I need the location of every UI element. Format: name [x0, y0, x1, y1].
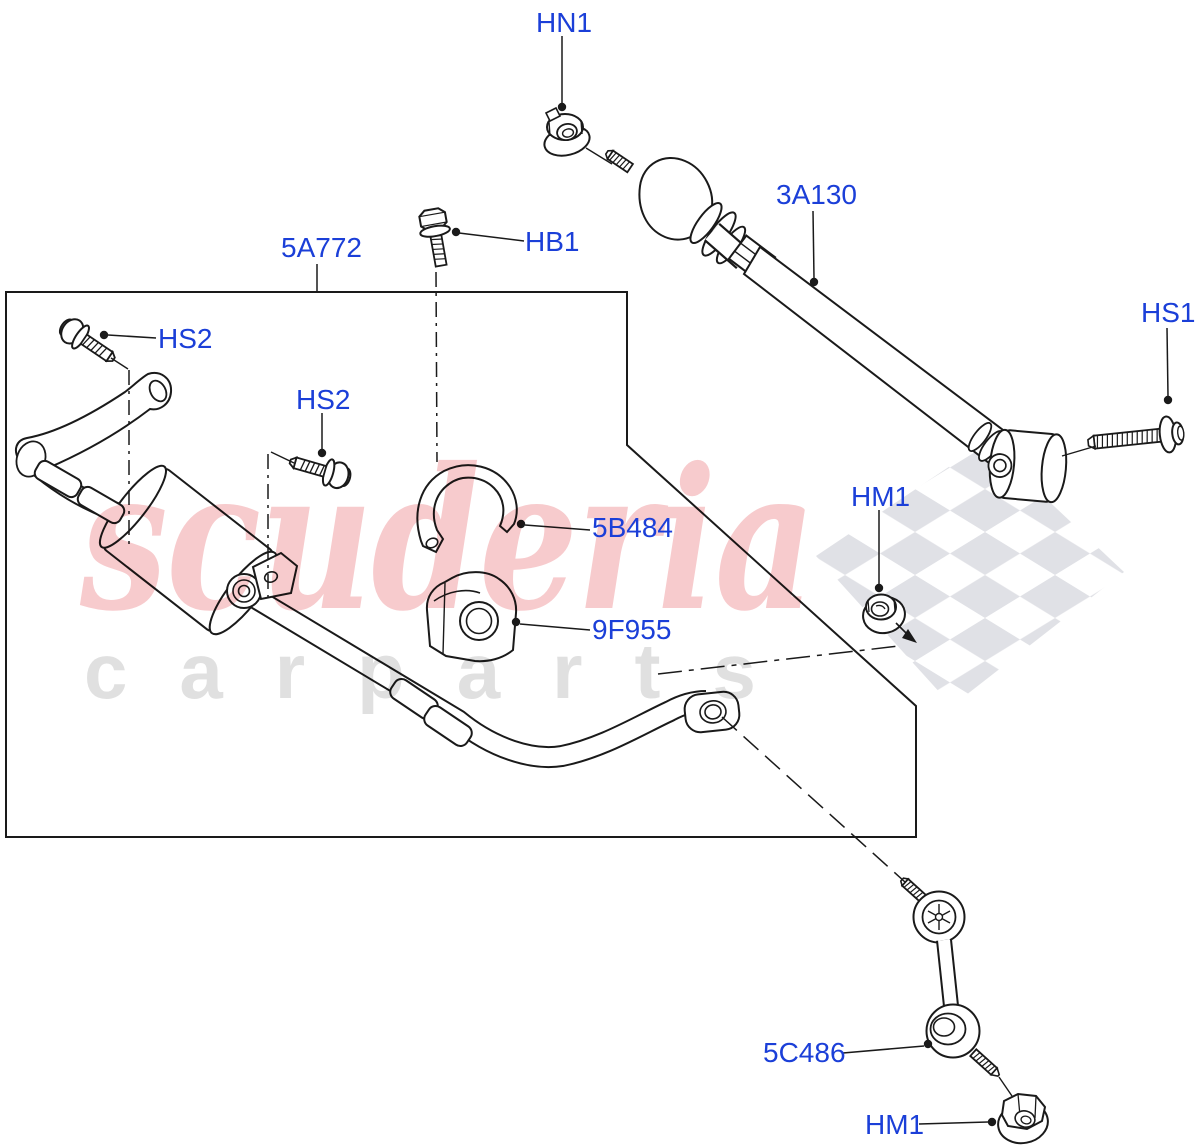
- dot-9f955: [511, 617, 521, 627]
- dash-axis-link: [721, 716, 906, 883]
- leader-hb1: [458, 232, 525, 242]
- part-label-hm1-upper: HM1: [851, 481, 911, 512]
- dot-hm1-lower: [987, 1117, 997, 1127]
- dot-3a130: [809, 277, 819, 287]
- leader-hs2-left: [107, 334, 157, 339]
- part-label-hs1: HS1: [1141, 297, 1196, 328]
- connector-hs2-mid: [270, 451, 295, 464]
- actuator-mount-tab: [251, 551, 299, 601]
- leader-3a130: [812, 210, 815, 279]
- bar-right-eye: [683, 690, 741, 734]
- part-nut-hm1-lower: [997, 1092, 1049, 1145]
- pointer-hs1-axis: [1061, 445, 1097, 457]
- part-label-hn1-top: HN1: [536, 7, 593, 38]
- part-bushing-9f955: [425, 571, 518, 663]
- pointer-hn1-axis: [585, 147, 613, 165]
- part-bolt-hs2-left: [53, 312, 123, 372]
- part-label-hb1: HB1: [525, 226, 580, 257]
- leader-hs1: [1166, 327, 1169, 397]
- arm-eye-hole: [148, 379, 168, 403]
- bar-clamp-collars: [33, 459, 473, 747]
- link-stud-pointer-line: [998, 1076, 1013, 1097]
- part-label-5a772: 5A772: [281, 232, 362, 263]
- connector-hs2-left: [110, 357, 129, 370]
- checkered-flag-watermark: [816, 442, 1124, 706]
- leader-9f955: [519, 623, 591, 631]
- part-label-5c486: 5C486: [763, 1037, 846, 1068]
- part-label-hs2-left: HS2: [158, 323, 213, 354]
- part-label-5b484: 5B484: [592, 512, 673, 543]
- part-stabilizer-bar-5a772: [14, 372, 741, 768]
- dot-5b484: [516, 519, 526, 529]
- watermark-tagline-text: carparts: [84, 627, 808, 715]
- part-nut-hm1-upper: [862, 593, 906, 635]
- leader-5c486: [842, 1045, 925, 1054]
- part-label-9f955: 9F955: [592, 614, 672, 645]
- dot-hs2-left: [99, 330, 109, 340]
- rod-bushing-eye: [987, 428, 1068, 504]
- dot-hb1: [451, 227, 461, 237]
- part-bolt-hb1: [418, 207, 451, 268]
- part-bracket-5b484: [416, 464, 518, 554]
- dot-hs2-mid: [317, 448, 327, 458]
- dash-line-hb1: [435, 271, 438, 463]
- part-label-hm1-lower: HM1: [865, 1109, 925, 1140]
- dot-5c486: [923, 1039, 933, 1049]
- part-group-box-5a772: [5, 291, 917, 838]
- leader-5b484: [524, 524, 591, 531]
- part-stabilizer-link-5c486: [899, 877, 1013, 1097]
- watermark-brand-text: scuderia: [80, 425, 816, 654]
- dot-hs1: [1163, 395, 1173, 405]
- leader-lines: [107, 36, 1169, 1125]
- dot-hn1: [557, 102, 567, 112]
- part-label-hs2-mid: HS2: [296, 384, 351, 415]
- leader-dots: [99, 102, 1173, 1127]
- leader-hm1-lower: [918, 1121, 989, 1125]
- dot-hm1-upper: [874, 583, 884, 593]
- dash-axis-upper: [657, 645, 900, 675]
- part-label-3a130: 3A130: [776, 179, 857, 210]
- part-bolt-hs1: [1087, 415, 1185, 454]
- part-link-rod-3a130: [604, 149, 1068, 504]
- part-nut-hn1: [543, 106, 591, 157]
- arrowhead-hm1-upper: [902, 629, 917, 643]
